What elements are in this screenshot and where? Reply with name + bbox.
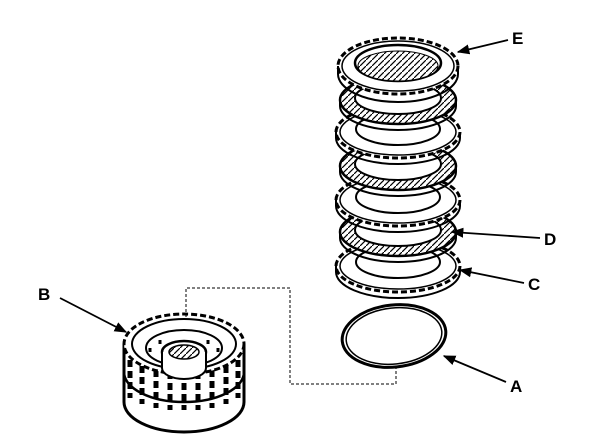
callout-arrow-e [456,39,509,55]
o-ring-a [340,303,448,369]
callout-arrow-c [458,267,525,284]
callout-label-e: E [512,29,523,48]
callout-label-a: A [510,377,522,396]
end-plate-e [336,36,460,103]
callout-label-d: D [544,230,556,249]
callout-label-b: B [38,285,50,304]
callout-label-c: C [528,275,540,294]
clutch-drum-b [122,312,246,434]
callout-arrow-b [59,297,128,333]
callout-arrow-a [442,355,507,383]
assembly-leader-line [185,287,397,385]
clutch-plate-stack [334,36,462,299]
callout-arrow-d [450,227,541,239]
